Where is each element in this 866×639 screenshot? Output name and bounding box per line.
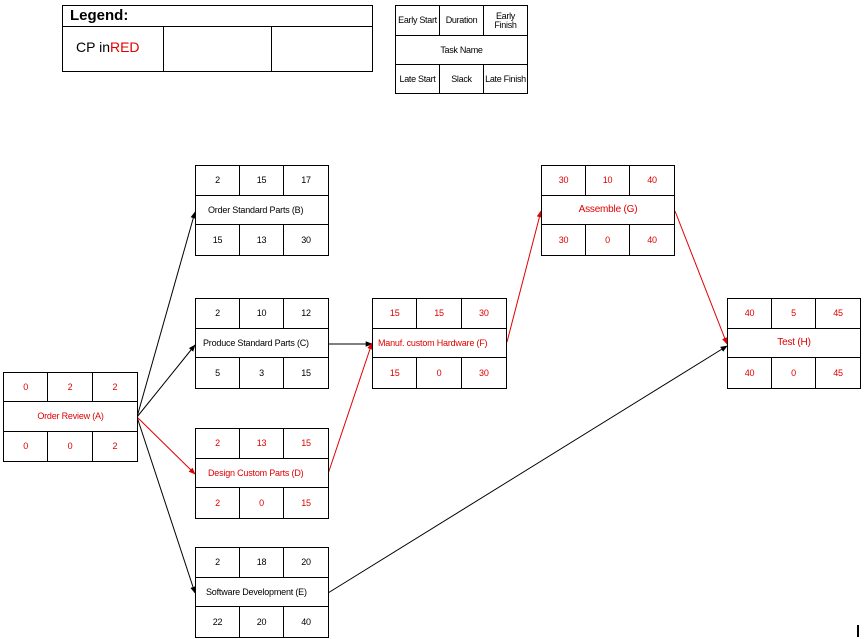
slack: 0	[240, 488, 285, 518]
slack: 3	[240, 358, 285, 388]
arrow-e-to-h	[327, 345, 728, 594]
legend-cp-cell: CP inRED	[63, 27, 164, 72]
node-design-custom-parts[interactable]: 2 13 15 Design Custom Parts (D) 2 0 15	[195, 428, 329, 519]
slack: 0	[586, 225, 631, 255]
task-name: Manuf. custom Hardware (F)	[373, 329, 506, 359]
slack: 0	[48, 431, 93, 461]
late-finish: 2	[112, 441, 118, 452]
task-name: Produce Standard Parts (C)	[196, 329, 328, 359]
duration: 2	[48, 373, 93, 403]
early-finish: 17	[284, 166, 328, 196]
key-slack: Slack	[440, 65, 484, 94]
arrow-a-to-c	[136, 344, 196, 418]
early-start: 40	[728, 299, 773, 329]
text-cursor-icon	[857, 625, 859, 637]
arrow-a-to-b	[136, 211, 196, 418]
key-early-start: Early Start	[396, 6, 440, 36]
task-name: Order Review (A)	[4, 402, 137, 432]
node-test[interactable]: 40 5 45 Test (H) 40 0 45	[727, 298, 861, 389]
duration: 15	[240, 166, 285, 196]
task-name: Order Standard Parts (B)	[196, 196, 328, 226]
early-finish: 2	[92, 373, 137, 403]
legend-cp-prefix: CP in	[76, 39, 110, 55]
late-finish: 30	[301, 235, 311, 246]
early-finish: 40	[630, 166, 674, 196]
late-start: 15	[196, 225, 241, 255]
task-name: Test (H)	[728, 329, 860, 359]
arrow-f-to-g	[506, 210, 543, 343]
late-finish: 40	[647, 235, 657, 246]
key-duration: Duration	[440, 6, 484, 36]
early-start: 0	[4, 373, 49, 403]
late-start: 22	[196, 607, 241, 637]
node-assemble[interactable]: 30 10 40 Assemble (G) 30 0 40	[541, 165, 675, 256]
task-name: Assemble (G)	[542, 196, 674, 226]
slack: 20	[240, 607, 285, 637]
task-name: Design Custom Parts (D)	[196, 459, 328, 489]
node-order-standard-parts[interactable]: 2 15 17 Order Standard Parts (B) 15 13 3…	[195, 165, 329, 256]
node-key-box: Early Start Duration Early Finish Task N…	[395, 5, 528, 94]
legend-box: Legend: CP inRED	[62, 5, 373, 72]
arrow-g-to-h	[674, 210, 728, 345]
arrow-d-to-f	[327, 342, 373, 475]
early-start: 15	[373, 299, 418, 329]
duration: 18	[240, 548, 285, 578]
legend-title: Legend:	[63, 6, 372, 27]
slack: 0	[772, 358, 817, 388]
duration: 10	[240, 299, 285, 329]
late-start: 30	[542, 225, 587, 255]
late-finish: 15	[301, 368, 311, 379]
key-late-start: Late Start	[396, 65, 440, 94]
arrow-a-to-d	[136, 416, 196, 475]
node-produce-standard-parts[interactable]: 2 10 12 Produce Standard Parts (C) 5 3 1…	[195, 298, 329, 389]
early-start: 2	[196, 548, 241, 578]
arrow-a-to-e	[136, 416, 196, 594]
late-start: 0	[4, 431, 49, 461]
slack: 0	[417, 358, 462, 388]
key-task-name: Task Name	[396, 36, 527, 65]
node-software-development[interactable]: 2 18 20 Software Development (E) 22 20 4…	[195, 547, 329, 638]
slack: 13	[240, 225, 285, 255]
early-finish: 15	[284, 429, 328, 459]
late-finish: 30	[479, 368, 489, 379]
late-start: 15	[373, 358, 418, 388]
duration: 15	[417, 299, 462, 329]
node-order-review[interactable]: 0 2 2 Order Review (A) 0 0 2	[3, 372, 138, 462]
late-start: 2	[196, 488, 241, 518]
legend-empty-cell-1	[164, 27, 272, 72]
key-late-finish: Late Finish	[485, 74, 526, 84]
key-early-finish: Early Finish	[484, 6, 527, 36]
early-finish: 30	[461, 299, 506, 329]
task-name: Software Development (E)	[196, 578, 328, 608]
legend-cp-red: RED	[109, 39, 140, 55]
early-finish: 45	[816, 299, 860, 329]
node-manuf-custom-hardware[interactable]: 15 15 30 Manuf. custom Hardware (F) 15 0…	[372, 298, 507, 389]
late-finish: 15	[301, 498, 311, 509]
duration: 10	[586, 166, 631, 196]
late-start: 40	[728, 358, 773, 388]
early-start: 2	[196, 429, 241, 459]
early-start: 2	[196, 299, 241, 329]
early-finish: 20	[284, 548, 328, 578]
duration: 5	[772, 299, 817, 329]
late-start: 5	[196, 358, 241, 388]
late-finish: 40	[301, 617, 311, 628]
duration: 13	[240, 429, 285, 459]
early-finish: 12	[284, 299, 328, 329]
late-finish: 45	[833, 368, 843, 379]
early-start: 2	[196, 166, 241, 196]
early-start: 30	[542, 166, 587, 196]
